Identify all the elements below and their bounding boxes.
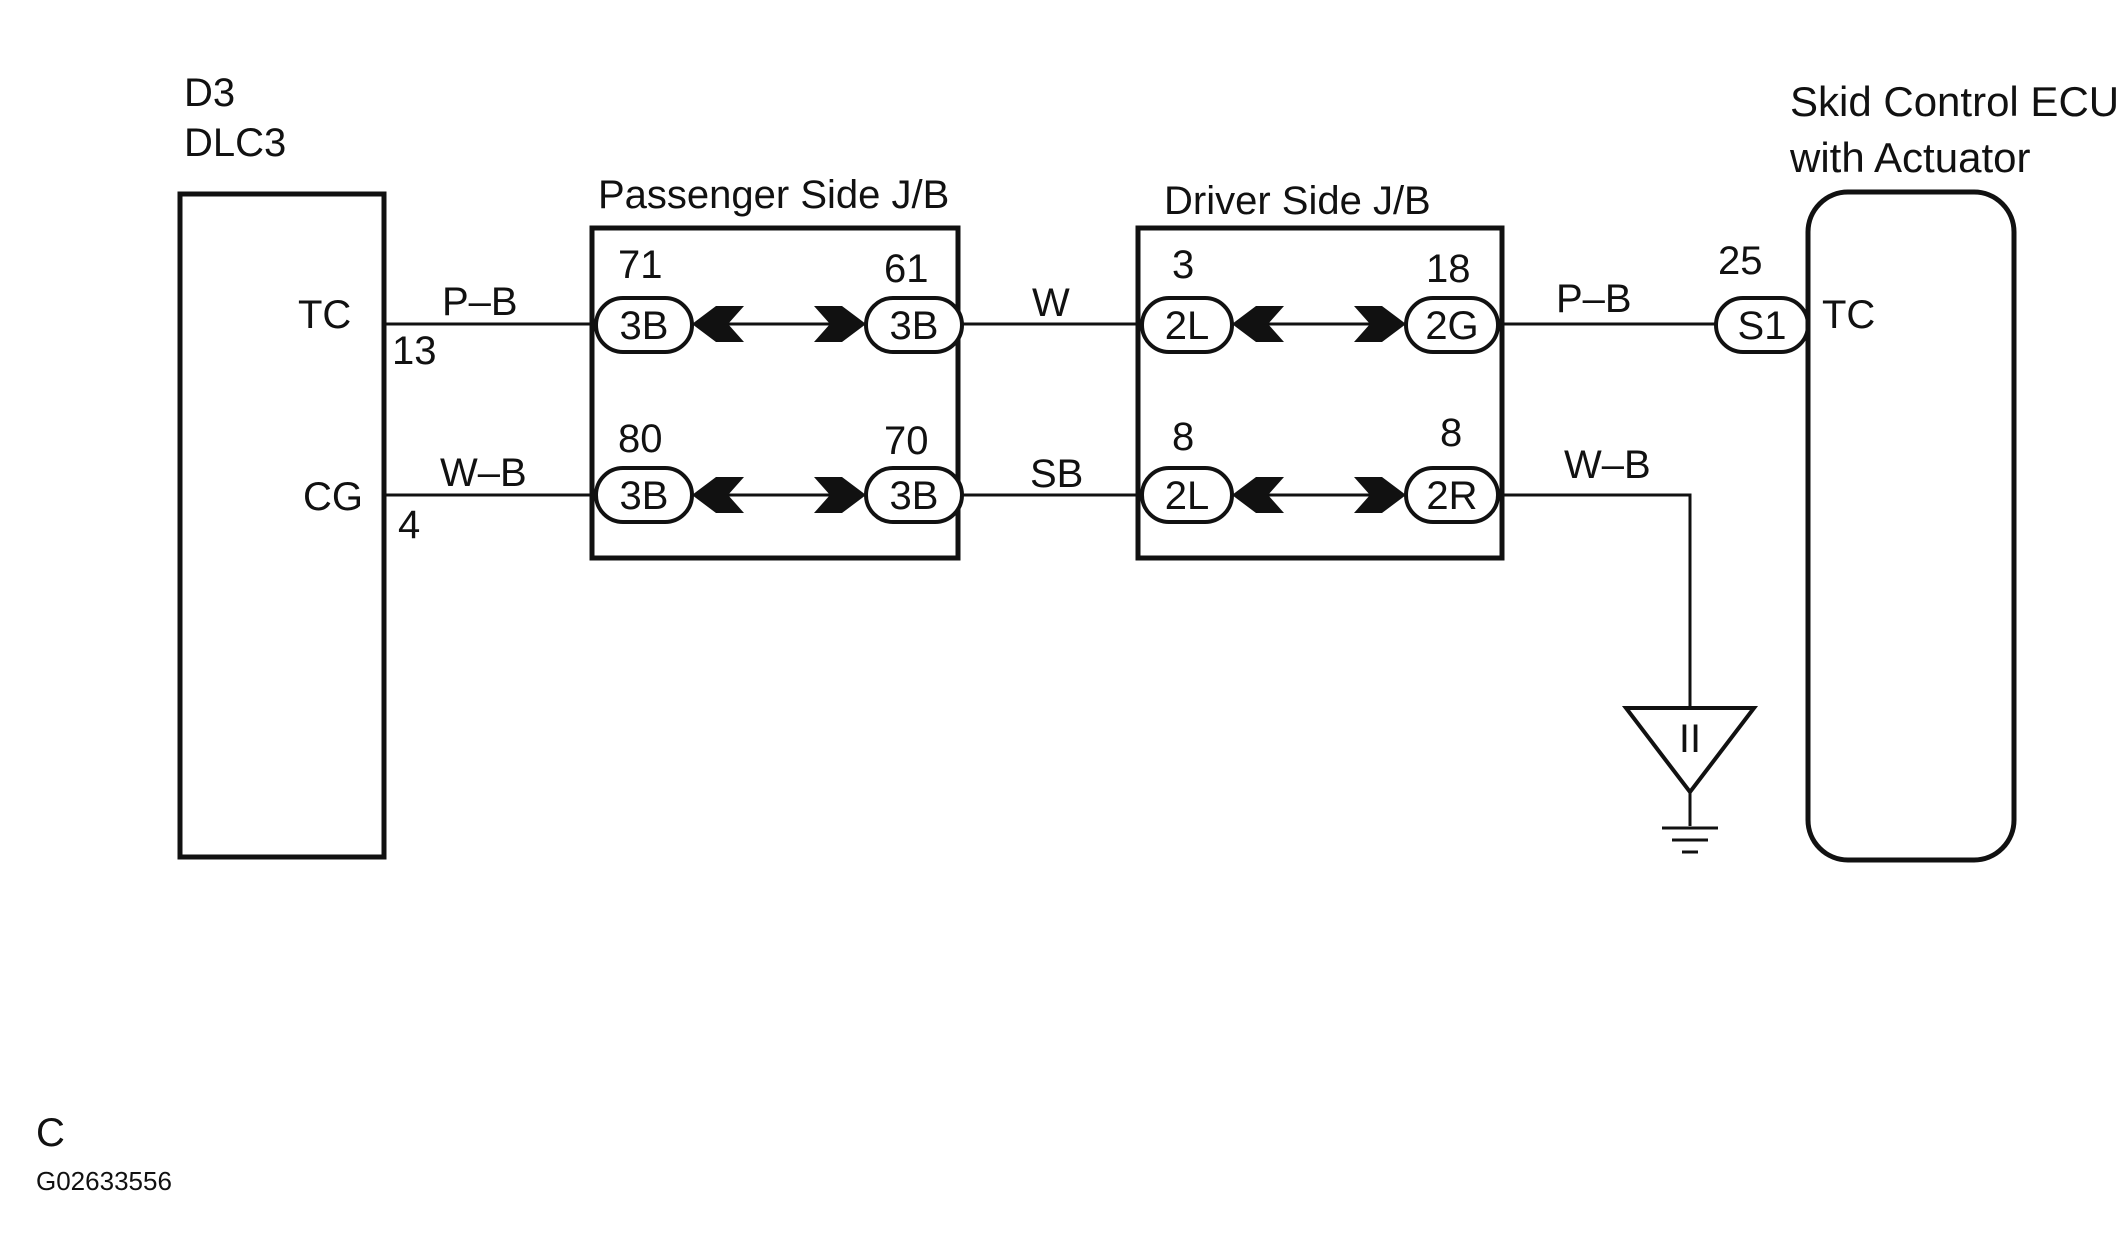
- pjb-num-70: 70: [884, 419, 929, 463]
- djb-num-8-left: 8: [1172, 415, 1194, 459]
- pjb-arrow-tl: [692, 306, 744, 342]
- djb-arrow-bl: [1232, 477, 1284, 513]
- ecu-title-line2: with Actuator: [1789, 134, 2030, 181]
- djb-arrow-tl: [1232, 306, 1284, 342]
- pjb-arrow-br: [814, 477, 866, 513]
- dlc3-box: [177, 191, 387, 860]
- wire-label-wb-ground: W–B: [1564, 443, 1651, 487]
- pjb-conn-label-tl: 3B: [620, 304, 669, 348]
- ground-triangle: [1621, 706, 1759, 796]
- dlc3-code: D3: [184, 71, 235, 115]
- wire-label-sb: SB: [1030, 452, 1083, 496]
- djb-arrow-tr: [1354, 306, 1406, 342]
- djb-conn-label-tr: 2G: [1425, 304, 1478, 348]
- wire-label-pb-ecu: P–B: [1556, 277, 1632, 321]
- dlc3-pin-tc: TC: [298, 293, 351, 337]
- pjb-arrow-tr: [814, 306, 866, 342]
- ecu-box: [1805, 189, 2017, 863]
- passenger-jb-box: [589, 225, 961, 561]
- pjb-num-80: 80: [618, 417, 663, 461]
- djb-num-3: 3: [1172, 243, 1194, 287]
- ecu-pin-tc: TC: [1822, 293, 1875, 337]
- djb-conn-label-tl: 2L: [1165, 304, 1210, 348]
- footer-letter: C: [36, 1111, 65, 1155]
- pjb-conn-label-bl: 3B: [620, 474, 669, 518]
- figure-code: G02633556: [36, 1166, 172, 1196]
- pjb-connector-tl: [594, 296, 694, 354]
- ecu-conn-label: S1: [1738, 304, 1787, 348]
- pjb-conn-label-br: 3B: [890, 474, 939, 518]
- dlc3-pin-num-4: 4: [398, 503, 420, 547]
- djb-conn-label-br: 2R: [1426, 474, 1477, 518]
- driver-jb-box: [1135, 225, 1505, 561]
- djb-num-8-right: 8: [1440, 411, 1462, 455]
- pjb-num-61: 61: [884, 247, 929, 291]
- wire-wb-ground: [1498, 493, 1692, 708]
- pjb-arrow-bl: [692, 477, 744, 513]
- pjb-num-71: 71: [618, 243, 663, 287]
- djb-connector-tl: [1140, 296, 1234, 354]
- ground-label: II: [1679, 717, 1701, 761]
- dlc3-pin-num-13: 13: [392, 329, 437, 373]
- dlc3-name: DLC3: [184, 121, 286, 165]
- dlc3-pin-cg: CG: [303, 475, 363, 519]
- pjb-conn-label-tr: 3B: [890, 304, 939, 348]
- wire-label-wb-dlc: W–B: [440, 451, 527, 495]
- djb-conn-label-bl: 2L: [1165, 474, 1210, 518]
- passenger-jb-title: Passenger Side J/B: [598, 173, 949, 217]
- driver-jb-title: Driver Side J/B: [1164, 179, 1431, 223]
- djb-num-18: 18: [1426, 247, 1471, 291]
- ecu-connector-num: 25: [1718, 239, 1763, 283]
- wire-label-w: W: [1032, 281, 1070, 325]
- djb-arrow-br: [1354, 477, 1406, 513]
- ecu-title-line1: Skid Control ECU: [1790, 78, 2119, 125]
- wire-label-pb-dlc: P–B: [442, 280, 518, 324]
